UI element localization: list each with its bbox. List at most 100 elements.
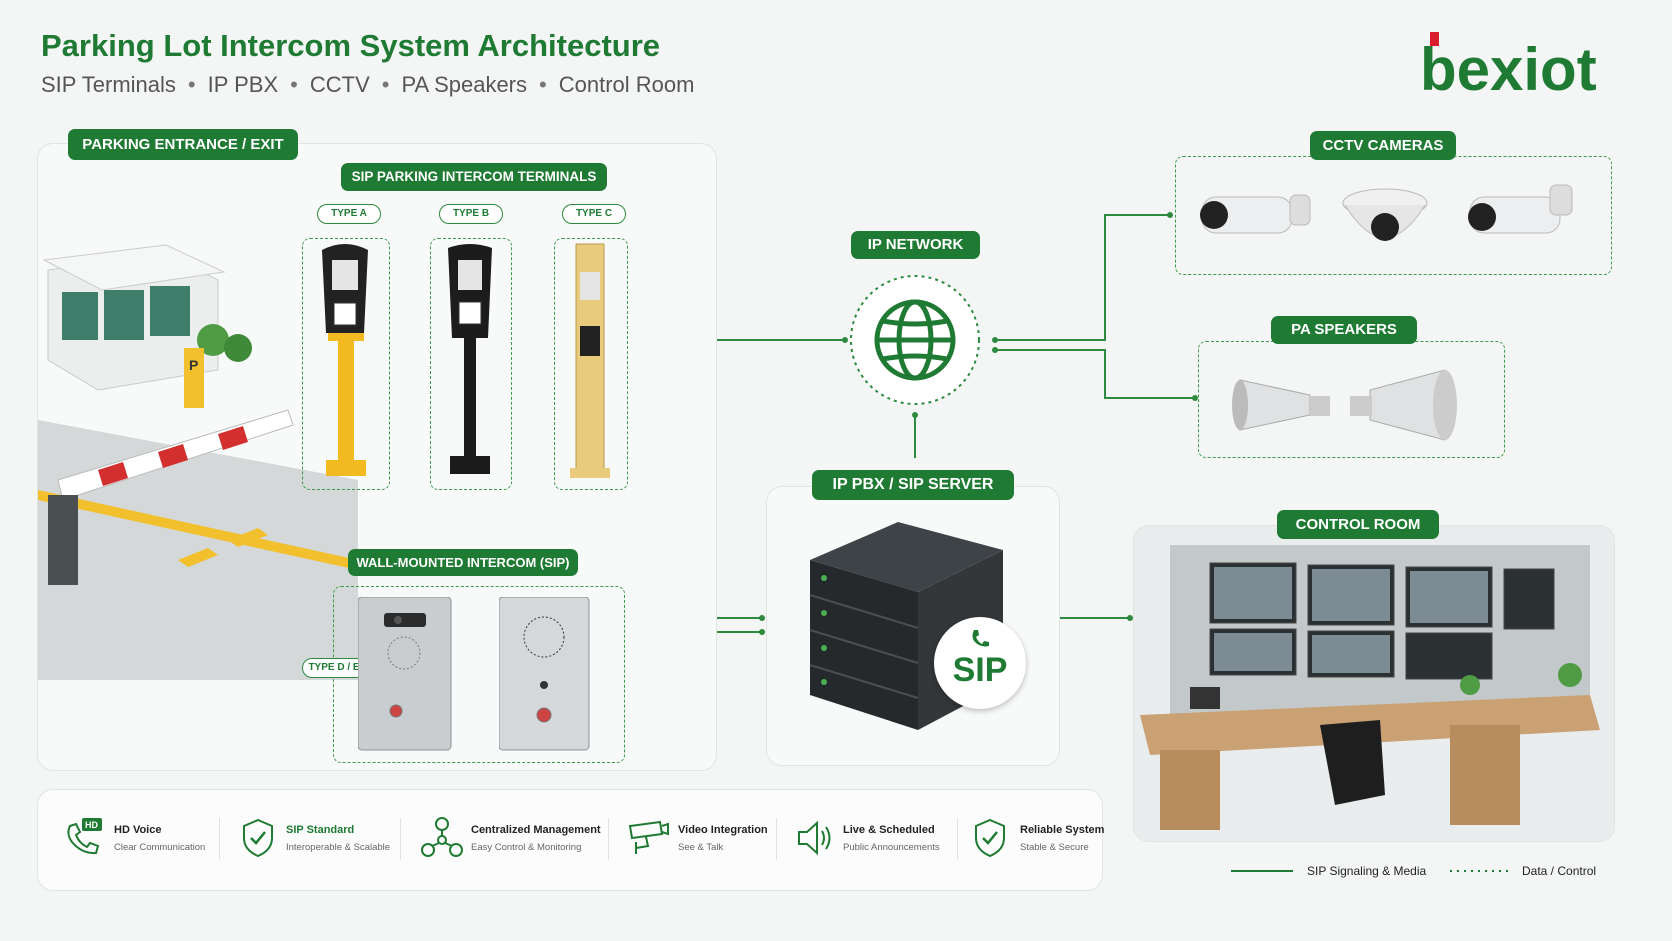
tree-icon (197, 324, 252, 362)
terminal-b-box (430, 238, 512, 490)
ip-network-label: IP NETWORK (851, 231, 980, 259)
barrier-gate (48, 409, 294, 585)
feature-hd-voice: HD HD Voice Clear Communication (64, 806, 224, 868)
globe-icon (874, 299, 956, 381)
plant-icon (1558, 663, 1582, 687)
terminal-b-device[interactable] (430, 238, 510, 488)
network-nodes-icon (421, 817, 463, 857)
ip-pbx-label: IP PBX / SIP SERVER (812, 470, 1014, 500)
logo-text: bexiot (1420, 36, 1597, 98)
feature-title: HD Voice (114, 824, 162, 836)
feature-subtitle: Public Announcements (843, 842, 940, 853)
feature-subtitle: Stable & Secure (1020, 842, 1089, 853)
subtitle-separator: • (290, 72, 298, 97)
legend-solid-line (1231, 870, 1293, 872)
parking-booth-illustration: P (38, 244, 358, 680)
cctv-label: CCTV CAMERAS (1310, 131, 1456, 160)
feature-subtitle: Interoperable & Scalable (286, 842, 391, 853)
junction-dot (992, 347, 998, 353)
page-subtitle: SIP Terminals•IP PBX•CCTV•PA Speakers•Co… (41, 72, 694, 98)
speaker-icon (798, 820, 831, 856)
legend-solid-label: SIP Signaling & Media (1307, 864, 1427, 878)
feature-subtitle: Easy Control & Monitoring (471, 842, 582, 853)
shield-check-icon (975, 818, 1005, 858)
parking-entrance-label: PARKING ENTRANCE / EXIT (68, 129, 298, 160)
page-title: Parking Lot Intercom System Architecture (41, 28, 661, 63)
bexiot-logo: bexiot (1420, 32, 1597, 98)
junction-dot (1167, 212, 1173, 218)
legend-dotted-label: Data / Control (1522, 864, 1597, 878)
control-room-illustration (1140, 545, 1600, 830)
junction-dot (759, 629, 765, 635)
ip-network-node (850, 275, 980, 405)
subtitle-item: IP PBX (207, 72, 279, 97)
junction-dot (842, 337, 848, 343)
junction-dot (759, 615, 765, 621)
ticket-machine (184, 348, 204, 408)
pa-speakers-label: PA SPEAKERS (1271, 316, 1417, 344)
parking-p-icon: P (189, 357, 198, 373)
terminal-c-device[interactable] (554, 238, 626, 488)
subtitle-separator: • (539, 72, 547, 97)
feature-title: Video Integration (678, 824, 768, 836)
terminal-c-box (554, 238, 628, 490)
subtitle-item: CCTV (309, 72, 370, 97)
feature-subtitle: See & Talk (678, 842, 724, 853)
cctv-cameras (1200, 184, 1573, 241)
legend-dotted-line (1450, 870, 1508, 872)
junction-dot (912, 412, 918, 418)
type-d-e-tag: TYPE D / E (302, 658, 366, 678)
horn-speaker-icon (1350, 369, 1457, 441)
feature-title: Centralized Management (471, 824, 601, 836)
feature-divider (400, 818, 401, 860)
features-bar (37, 789, 1103, 891)
terminal-a-device[interactable] (302, 238, 388, 488)
road-markings (178, 528, 268, 567)
line-network-pa (995, 349, 1195, 399)
desk-phone-icon (1190, 687, 1220, 709)
dome-camera-icon (1342, 188, 1428, 241)
sip-badge: SIP (934, 617, 1026, 709)
hd-badge-text: HD (85, 820, 98, 830)
phone-call-icon (972, 630, 989, 647)
pa-horns (1232, 369, 1457, 441)
wall-mounted-label: WALL-MOUNTED INTERCOM (SIP) (348, 549, 578, 576)
feature-title: Live & Scheduled (843, 824, 935, 836)
line-network-cctv (995, 214, 1170, 341)
feature-divider (608, 818, 609, 860)
feature-title: Reliable System (1020, 824, 1105, 836)
feature-sip-standard: SIP Standard Interoperable & Scalable (236, 806, 396, 868)
feature-divider (957, 818, 958, 860)
sip-terminals-label: SIP PARKING INTERCOM TERMINALS (341, 163, 607, 191)
bullet-camera-icon (1200, 194, 1311, 234)
feature-divider (776, 818, 777, 860)
terminal-a-box (302, 238, 390, 490)
subtitle-item: Control Room (558, 72, 695, 97)
junction-dot (1192, 395, 1198, 401)
wall-intercom-d[interactable] (358, 597, 453, 752)
horn-speaker-icon (1232, 379, 1330, 431)
shield-check-icon (243, 818, 273, 858)
cctv-camera-icon (628, 820, 669, 854)
control-room-label: CONTROL ROOM (1277, 510, 1439, 539)
feature-reliable-system: Reliable System Stable & Secure (970, 806, 1104, 868)
feature-live-scheduled: Live & Scheduled Public Announcements (793, 806, 953, 868)
wall-intercom-e[interactable] (499, 597, 591, 752)
type-b-tag: TYPE B (439, 204, 503, 224)
feature-centralized-management: Centralized Management Easy Control & Mo… (421, 806, 611, 868)
junction-dot (1127, 615, 1133, 621)
feature-video-integration: Video Integration See & Talk (628, 806, 788, 868)
parking-booth (42, 244, 226, 391)
phone-hd-icon: HD (67, 818, 102, 855)
subtitle-separator: • (381, 72, 390, 97)
subtitle-item: PA Speakers (401, 72, 528, 97)
feature-divider (219, 818, 220, 860)
type-c-tag: TYPE C (562, 204, 626, 224)
sip-badge-text: SIP (952, 651, 1008, 689)
subtitle-item: SIP Terminals (41, 72, 176, 97)
type-a-tag: TYPE A (317, 204, 381, 224)
feature-subtitle: Clear Communication (114, 842, 206, 853)
plant-icon (1460, 675, 1480, 695)
bullet-camera-icon (1468, 184, 1573, 234)
feature-title: SIP Standard (286, 824, 355, 836)
